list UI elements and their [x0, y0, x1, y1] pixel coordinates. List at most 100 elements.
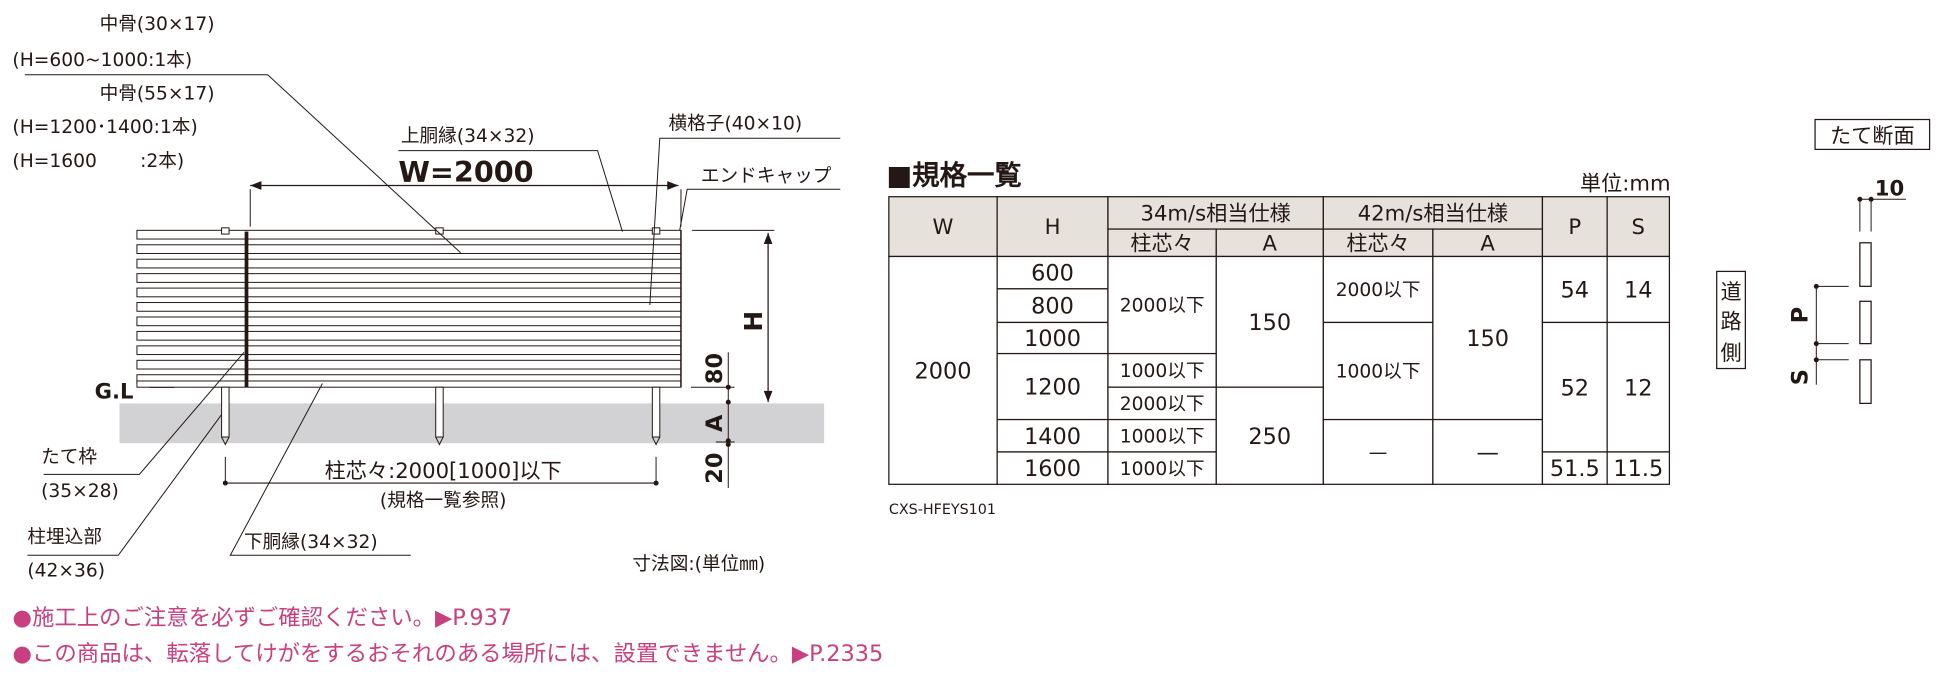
top-rail-label: 上胴縁(34×32)	[401, 126, 535, 147]
slat	[136, 359, 682, 370]
table-cell: 1000以下	[1322, 321, 1434, 421]
table-cell: 600	[996, 255, 1109, 290]
post	[651, 227, 661, 446]
cell-text: 51.5	[1550, 456, 1600, 482]
table-cell: 1600	[996, 451, 1109, 485]
width-dimension-label: W=2000	[398, 155, 533, 189]
cell-text: 2000	[915, 358, 972, 384]
table-cell: 150	[1432, 255, 1544, 421]
bottom-rail-label: 下胴縁(34×32)	[244, 532, 378, 553]
cell-text: 柱芯々	[1130, 230, 1193, 255]
cell-text: 42m/s相当仕様	[1358, 201, 1508, 226]
table-cell: 150	[1215, 255, 1324, 388]
dim-10-label: 10	[1875, 175, 1904, 200]
table-cell: 14	[1606, 255, 1671, 324]
slat	[136, 302, 682, 312]
table-cell: 2000以下	[1322, 255, 1434, 324]
table-header-cell: 42m/s相当仕様	[1322, 196, 1544, 230]
dim-20-label: 20	[702, 453, 728, 484]
cell-text: 柱芯々	[1346, 230, 1409, 255]
notes: ●施工上のご注意を必ずご確認ください。▶P.937 ●この商品は、転落してけがを…	[12, 605, 883, 667]
posts	[221, 227, 661, 446]
slat	[136, 316, 682, 327]
table-cell: 1000以下	[1107, 418, 1217, 453]
cell-text: 12	[1624, 375, 1652, 401]
table-cell: 54	[1541, 255, 1608, 324]
cell-text: 34m/s相当仕様	[1140, 201, 1290, 226]
product-code: CXS-HFEYS101	[889, 502, 996, 518]
post	[435, 227, 444, 446]
p-label: P	[1788, 307, 1814, 323]
cell-text: 1000	[1024, 326, 1081, 352]
table-cell: 250	[1215, 386, 1324, 485]
table-header-cell: S	[1606, 196, 1671, 258]
cell-text: 1200	[1024, 375, 1081, 401]
cell-text: 800	[1031, 294, 1074, 320]
note-text: 施工上のご注意を必ずご確認ください。	[32, 605, 435, 631]
cell-text: 1000以下	[1120, 459, 1205, 480]
table-header-cell: 柱芯々	[1107, 228, 1217, 258]
spec-table-title: ■規格一覧	[886, 160, 1021, 191]
table-cell: 1000	[996, 321, 1109, 355]
table-header-cell: H	[996, 196, 1109, 258]
road-side-label: 側	[1720, 340, 1741, 365]
cell-text: —	[1476, 440, 1498, 466]
slat-section	[1859, 242, 1872, 287]
fence-drawing: G.L W=2000 H 80 A 20	[12, 14, 841, 581]
post-embed-size: (42×36)	[27, 560, 105, 581]
post-embed-label: 柱埋込部	[27, 527, 102, 548]
horizontal-slats	[136, 229, 682, 388]
note-2: ●この商品は、転落してけがをするおそれのある場所には、設置できません。▶P.23…	[12, 641, 883, 667]
cell-text: A	[1480, 230, 1495, 255]
table-header-cell: 34m/s相当仕様	[1107, 196, 1324, 230]
section-title: たて断面	[1830, 123, 1915, 148]
table-cell: 1000以下	[1107, 451, 1217, 485]
dim-80-label: 80	[702, 353, 728, 384]
table-cell: 2000以下	[1107, 255, 1217, 355]
vertical-frame	[244, 231, 249, 388]
table-header-cell: P	[1541, 196, 1608, 258]
table-cell: —	[1322, 418, 1434, 485]
post-pitch-label: 柱芯々:2000[1000]以下	[325, 458, 562, 483]
mid-frame-2-note-a: (H=1200･1400:1本)	[12, 117, 197, 138]
cell-text: 150	[1248, 310, 1291, 336]
cell-text: 1000以下	[1120, 361, 1205, 382]
cell-text: 14	[1624, 278, 1652, 304]
cell-text: 2000以下	[1120, 394, 1205, 415]
page-link[interactable]: ▶P.937	[435, 605, 512, 631]
slat	[136, 287, 682, 298]
table-header-cell: A	[1432, 228, 1544, 258]
table-cell: 11.5	[1606, 451, 1671, 485]
end-cap-label: エンドキャップ	[701, 166, 832, 187]
table-cell: 12	[1606, 321, 1671, 453]
post-pitch-note: (規格一覧参照)	[380, 491, 506, 512]
table-cell: 2000	[888, 255, 998, 485]
cell-text: S	[1632, 214, 1645, 239]
slat-label: 横格子(40×10)	[669, 113, 803, 134]
unit-label: 単位:mm	[1580, 170, 1671, 195]
vertical-frame-label: たて枠	[41, 447, 97, 468]
table-cell: —	[1432, 418, 1544, 485]
cell-text: H	[1045, 214, 1061, 239]
s-label: S	[1788, 369, 1814, 385]
cell-text: 600	[1031, 261, 1074, 287]
cell-text: 2000以下	[1120, 296, 1205, 317]
table-cell: 1200	[996, 352, 1109, 421]
cell-text: W	[933, 214, 954, 239]
slat	[136, 345, 682, 356]
bullet-icon: ●	[12, 605, 32, 631]
cell-text: P	[1568, 214, 1581, 239]
mid-frame-1-label: 中骨(30×17)	[100, 14, 215, 35]
cell-text: 54	[1561, 278, 1589, 304]
mid-frame-2-note-b: (H=1600 :2本)	[12, 151, 184, 172]
cell-text: 2000以下	[1336, 280, 1421, 301]
cell-text: —	[1369, 443, 1388, 464]
slat	[136, 258, 682, 269]
note-text: この商品は、転落してけがをするおそれのある場所には、設置できません。	[32, 641, 792, 667]
cell-text: 11.5	[1613, 456, 1663, 482]
table-cell: 51.5	[1541, 451, 1608, 485]
unit-note: 寸法図:(単位㎜)	[632, 554, 765, 575]
page-link[interactable]: ▶P.2335	[792, 641, 883, 667]
